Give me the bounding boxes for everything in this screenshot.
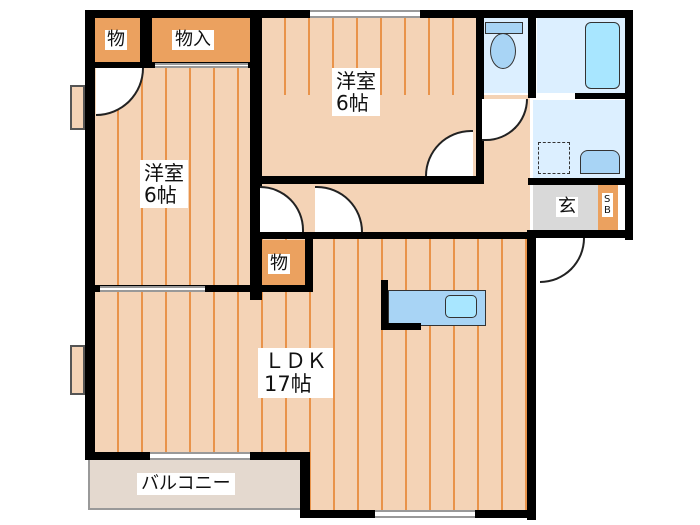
label-bedroom-top: 洋室 6帖 — [332, 68, 380, 116]
wall-bath-bottom — [575, 93, 633, 99]
toilet-bowl-icon — [490, 33, 516, 69]
label-ldk: ＬＤＫ 17帖 — [258, 348, 333, 399]
bay-window-upper — [70, 85, 85, 130]
window-bedroom-top — [310, 10, 420, 18]
wall-closet-divider — [140, 10, 152, 68]
washing-machine-icon — [538, 142, 570, 174]
window-balcony — [150, 452, 250, 460]
outer-wall-left — [85, 10, 95, 460]
wall-washroom-bottom — [528, 178, 633, 185]
wall-ldk-right — [527, 230, 536, 520]
kitchen-sink-icon — [445, 295, 477, 318]
label-shoe-box: S B — [602, 193, 613, 217]
wall-hall-bottom — [250, 232, 535, 239]
wall-left-bedroom-right — [250, 10, 262, 300]
label-closet-top: 物入 — [172, 30, 214, 50]
window-ldk-bottom — [375, 510, 475, 518]
balcony-wall — [300, 455, 310, 518]
window-bedroom-left-sliding — [100, 286, 205, 292]
wall-bedroom-top-right — [476, 10, 484, 184]
outer-wall-right-top — [625, 10, 633, 240]
kitchen-wall — [381, 280, 388, 330]
label-storage-mid: 物 — [268, 253, 290, 274]
label-bedroom-left: 洋室 6帖 — [140, 160, 188, 208]
window-closet-sliding — [155, 63, 248, 68]
wall-toilet-divider — [528, 10, 536, 98]
label-balcony: バルコニー — [137, 473, 235, 495]
bay-window-lower — [70, 345, 85, 395]
label-storage-top-left: 物 — [105, 29, 127, 50]
wall-entrance-bottom — [527, 230, 633, 238]
bathtub-icon — [585, 22, 620, 89]
sink-icon — [580, 150, 620, 174]
label-entrance: 玄 — [556, 196, 578, 217]
kitchen-wall-bottom — [381, 323, 421, 330]
wall-storage-mid — [305, 232, 313, 290]
door-entrance[interactable] — [540, 238, 585, 283]
wall-bedroom-top-bottom — [250, 176, 480, 184]
